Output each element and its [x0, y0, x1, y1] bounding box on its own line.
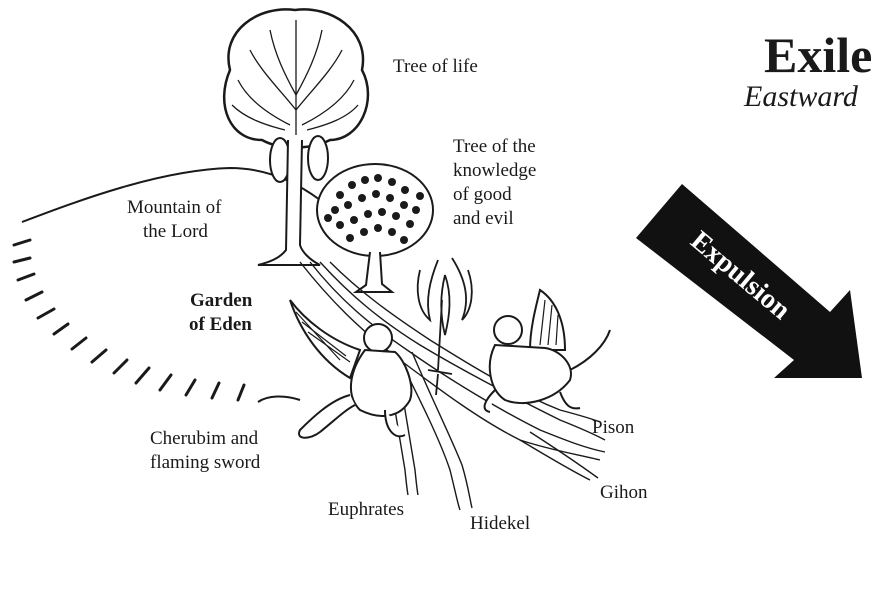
label-line: knowledge	[453, 159, 536, 183]
label-euphrates: Euphrates	[328, 498, 404, 522]
label-gihon: Gihon	[600, 481, 648, 505]
label-line: Tree of the	[453, 135, 536, 159]
label-line: the Lord	[143, 220, 208, 244]
label-line: of good	[453, 183, 512, 207]
tree-of-knowledge-icon	[317, 164, 433, 292]
label-line: Garden	[190, 289, 252, 313]
title: Exile	[764, 28, 872, 82]
label-line: flaming sword	[150, 451, 260, 475]
flaming-sword-icon	[418, 258, 472, 395]
label-line: and evil	[453, 207, 514, 231]
label-hidekel: Hidekel	[470, 512, 530, 536]
label-line: Mountain of	[127, 196, 221, 220]
cherub-icon	[485, 290, 610, 412]
label-line: of Eden	[189, 313, 252, 337]
arrow-icon: Expulsion	[636, 184, 862, 378]
label-line: Cherubim and	[150, 427, 258, 451]
cherub-icon	[258, 300, 411, 438]
label-pison: Pison	[592, 416, 634, 440]
subtitle: Eastward	[744, 80, 858, 114]
label-tree-of-life: Tree of life	[393, 55, 478, 79]
